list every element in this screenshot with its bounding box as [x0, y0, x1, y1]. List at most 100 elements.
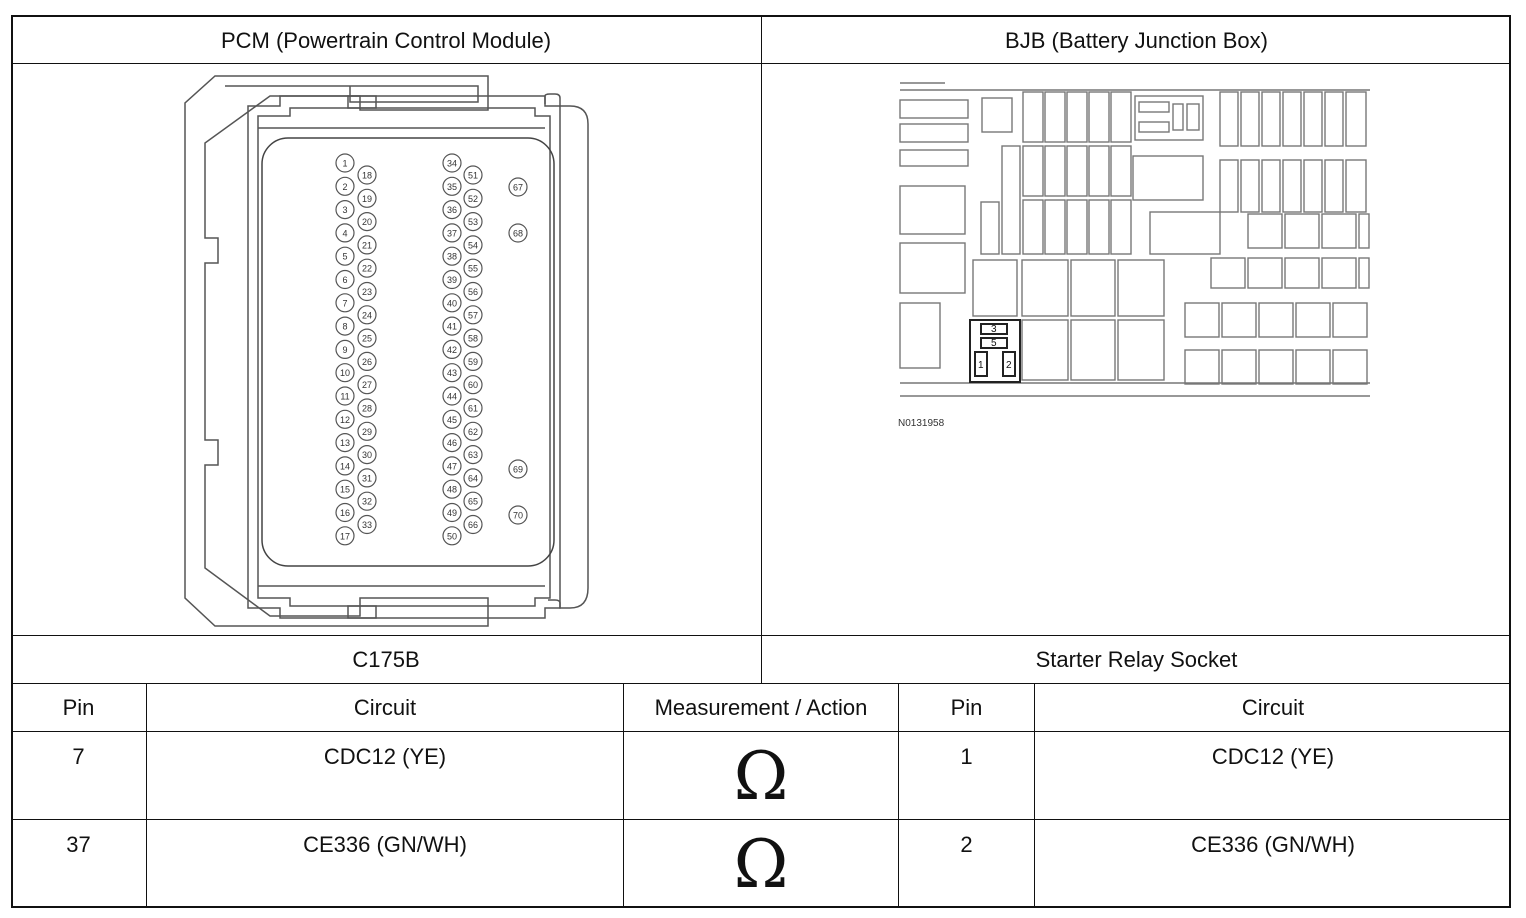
- grid-line: [1034, 683, 1035, 908]
- pcm-pin-label: 19: [362, 194, 372, 204]
- row1-circuit-a: CDC12 (YE): [323, 744, 447, 769]
- pcm-pin-label: 26: [362, 357, 372, 367]
- pcm-pin-label: 18: [362, 171, 372, 181]
- pcm-pin: [442, 386, 462, 406]
- pcm-pin-label: 23: [362, 287, 372, 297]
- pcm-pin-label: 13: [340, 438, 350, 448]
- grid-line: [11, 683, 1511, 684]
- pcm-pin-label: 58: [468, 334, 478, 344]
- pcm-pin: [463, 421, 483, 441]
- bjb-fusebox-diagram: 3 5 1 2 N0131958: [898, 82, 1370, 429]
- pcm-pin: [508, 177, 528, 197]
- pcm-pin: [463, 305, 483, 325]
- grid-line: [623, 683, 624, 908]
- pcm-pin-label: 65: [468, 497, 478, 507]
- pcm-pin-label: 1: [342, 159, 347, 169]
- pcm-pin-label: 40: [447, 298, 457, 308]
- pcm-pin-label: 14: [340, 461, 350, 471]
- col-header-circuit-b: Circuit: [1241, 695, 1305, 720]
- grid-line: [11, 819, 1511, 820]
- pcm-pin-label: 27: [362, 380, 372, 390]
- bjb-header: BJB (Battery Junction Box): [1005, 28, 1268, 53]
- pcm-pin: [357, 491, 377, 511]
- pcm-pin: [442, 502, 462, 523]
- pcm-pin: [508, 459, 528, 479]
- pcm-pin: [463, 398, 483, 418]
- col-header-pin-a: Pin: [62, 695, 95, 720]
- pcm-pin-label: 66: [468, 520, 478, 530]
- col-header-circuit-a: Circuit: [353, 695, 417, 720]
- pcm-pin-label: 57: [468, 310, 478, 320]
- ohm-icon: Ω: [733, 738, 789, 815]
- pcm-pin-label: 9: [342, 345, 347, 355]
- pcm-pin-label: 67: [513, 183, 523, 193]
- relay-label: 3: [991, 324, 997, 335]
- pcm-pin: [357, 421, 377, 441]
- pcm-pin: [335, 363, 355, 383]
- pcm-pin-label: 4: [342, 228, 347, 238]
- pcm-pin-label: 38: [447, 252, 457, 262]
- connector-right-label: Starter Relay Socket: [1035, 647, 1238, 672]
- pcm-pin: [335, 339, 355, 359]
- pcm-pin-label: 45: [447, 415, 457, 425]
- pcm-pin: [357, 445, 377, 465]
- pcm-pin-label: 8: [342, 322, 347, 332]
- pcm-pin-label: 5: [342, 252, 347, 262]
- pcm-pin-label: 43: [447, 368, 457, 378]
- pcm-pin: [357, 188, 377, 208]
- row2-circuit-b: CE336 (GN/WH): [1191, 832, 1355, 857]
- pcm-pin: [335, 456, 355, 476]
- pcm-pin: [335, 316, 355, 336]
- pcm-pin-label: 10: [340, 368, 350, 378]
- pcm-pin: [463, 258, 483, 278]
- pcm-pin: [463, 212, 483, 232]
- pcm-pin-label: 2: [342, 182, 347, 192]
- pcm-pin-label: 49: [447, 508, 457, 518]
- figure-id: N0131958: [898, 418, 945, 429]
- pcm-pin-label: 33: [362, 520, 372, 530]
- pcm-pin: [357, 305, 377, 325]
- pcm-pin: [442, 409, 462, 429]
- pcm-pin-label: 56: [468, 287, 478, 297]
- pcm-pin-label: 3: [342, 205, 347, 215]
- pcm-pin-label: 17: [340, 531, 350, 541]
- pcm-pin: [463, 351, 483, 371]
- pcm-pin-label: 52: [468, 194, 478, 204]
- pcm-pin: [463, 165, 483, 185]
- pcm-pin: [442, 246, 462, 266]
- pcm-pin-label: 61: [468, 404, 478, 414]
- pcm-pin: [463, 188, 483, 208]
- pcm-pin: [442, 293, 462, 313]
- pcm-pin-label: 24: [362, 310, 372, 320]
- pcm-pin-label: 53: [468, 217, 478, 227]
- pcm-pin-label: 28: [362, 404, 372, 414]
- pcm-pin-label: 11: [340, 392, 349, 402]
- pcm-pin: [357, 212, 377, 232]
- relay-label: 1: [978, 360, 984, 371]
- pcm-pin-label: 42: [447, 345, 457, 355]
- pcm-pin-label: 15: [340, 485, 350, 495]
- pcm-connector-diagram: 1234567891011121314151617181920212223242…: [184, 75, 589, 627]
- pcm-pin-label: 60: [468, 380, 478, 390]
- pcm-pin-label: 50: [447, 531, 457, 541]
- pcm-pin: [335, 176, 355, 196]
- pcm-pin: [335, 246, 355, 266]
- pcm-pin-label: 68: [513, 229, 523, 239]
- pcm-pin: [442, 200, 462, 220]
- pcm-pin: [357, 235, 377, 255]
- ohm-icon: Ω: [733, 826, 789, 903]
- pcm-header: PCM (Powertrain Control Module): [220, 28, 552, 53]
- pcm-pin: [463, 445, 483, 465]
- pcm-pin: [442, 153, 462, 173]
- pcm-pin-label: 51: [468, 171, 478, 181]
- pcm-pin-label: 59: [468, 357, 478, 367]
- pcm-pin-label: 21: [362, 240, 372, 250]
- pcm-pin-label: 22: [362, 264, 372, 274]
- pcm-pin-label: 29: [362, 427, 372, 437]
- pcm-pin-label: 34: [447, 159, 457, 169]
- pcm-pin: [463, 235, 483, 255]
- pcm-pin: [463, 491, 483, 511]
- pcm-pin-label: 31: [362, 473, 372, 483]
- pcm-pin: [463, 468, 483, 488]
- pcm-pin: [442, 433, 462, 453]
